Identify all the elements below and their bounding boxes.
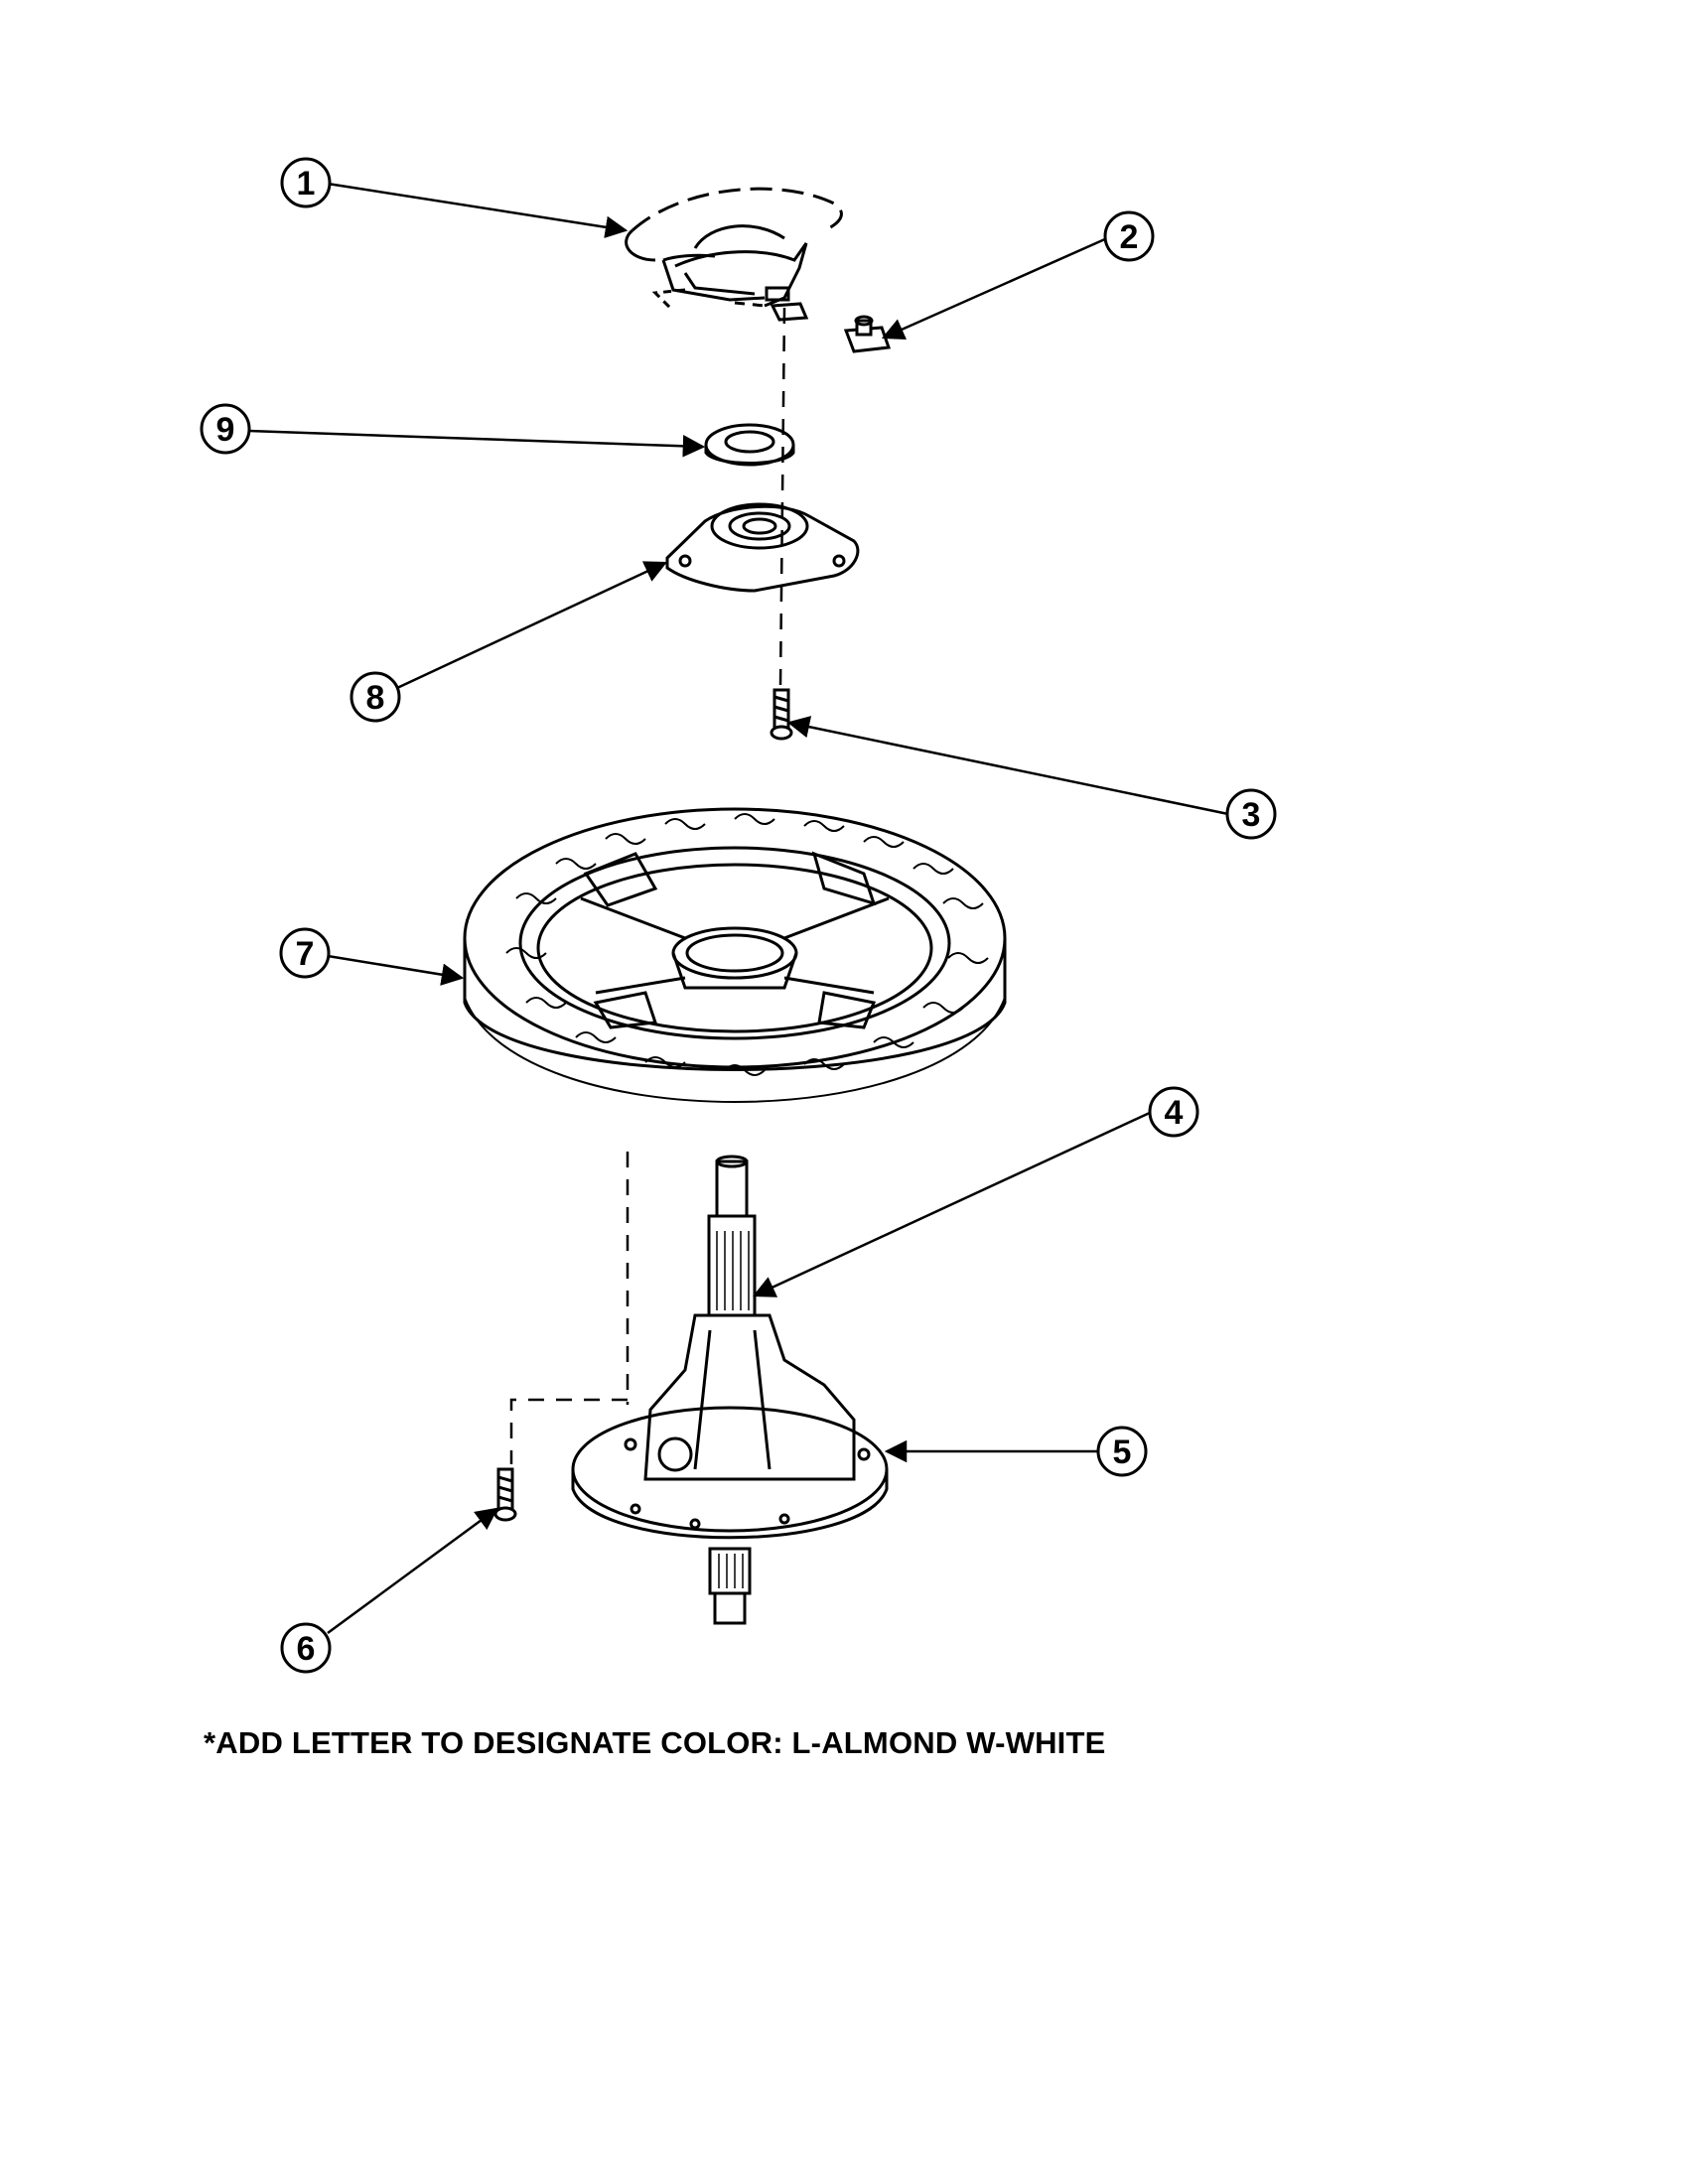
svg-text:8: 8 [366,679,385,717]
svg-text:9: 9 [216,411,235,449]
leader-lines [247,182,1229,1635]
part-4-5-transmission [571,1155,889,1625]
callout-6: 6 [280,1622,332,1674]
leader-7 [327,954,465,986]
leader-9 [247,429,706,458]
callout-1: 1 [280,157,332,208]
callout-4: 4 [1148,1086,1199,1138]
callout-9: 9 [200,403,251,455]
callout-3: 3 [1225,788,1277,840]
svg-text:4: 4 [1165,1094,1184,1132]
part-1-drive-cover [625,187,843,322]
leader-6 [327,1507,498,1635]
part-9-seal [704,423,795,467]
svg-text:3: 3 [1242,796,1261,834]
callout-5: 5 [1096,1426,1148,1477]
part-7-balance-ring [463,807,1007,1103]
part-6-screw [493,1467,517,1522]
callout-2: 2 [1103,210,1155,262]
color-designation-note: *ADD LETTER TO DESIGNATE COLOR: L-ALMOND… [204,1725,1106,1760]
part-3-screw [770,688,793,741]
svg-text:5: 5 [1113,1433,1132,1471]
part-2-clip-nut [843,315,892,353]
svg-text:6: 6 [297,1630,316,1668]
part-8-bearing-housing [665,502,860,593]
leader-4 [752,1110,1153,1297]
leader-3 [786,716,1229,816]
svg-text:7: 7 [296,935,315,973]
svg-text:1: 1 [297,165,316,203]
leader-1 [327,182,629,238]
callout-8: 8 [350,671,401,723]
callout-7: 7 [279,927,331,979]
svg-text:2: 2 [1120,218,1139,256]
leader-2 [881,236,1108,341]
alignment-lines [509,307,786,1464]
leader-8 [396,561,668,690]
